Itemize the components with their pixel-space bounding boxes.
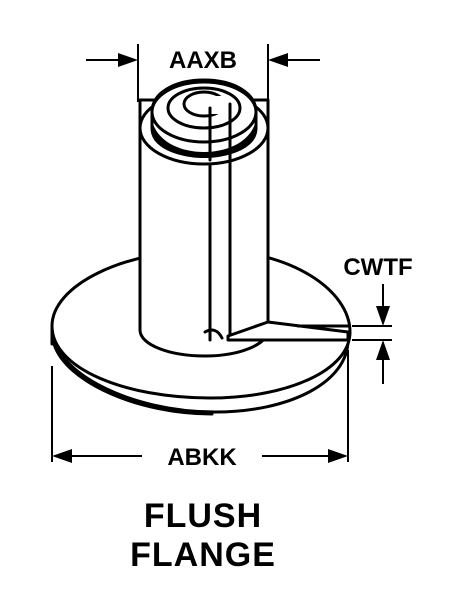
dimension-aaxb: AAXB [86, 44, 320, 102]
dimension-label-flange-thickness: CWTF [343, 254, 412, 281]
dimension-label-top-width: AAXB [169, 47, 237, 74]
caption-line-2: FLANGE [130, 536, 276, 574]
flange-disc [50, 248, 352, 416]
shank-top [138, 78, 270, 166]
dimension-cwtf: CWTF [343, 254, 413, 384]
dimension-label-flange-width: ABKK [167, 444, 237, 471]
caption: FLUSH FLANGE [130, 497, 276, 574]
caption-line-1: FLUSH [144, 497, 262, 535]
dimension-abkk: ABKK [51, 350, 349, 471]
